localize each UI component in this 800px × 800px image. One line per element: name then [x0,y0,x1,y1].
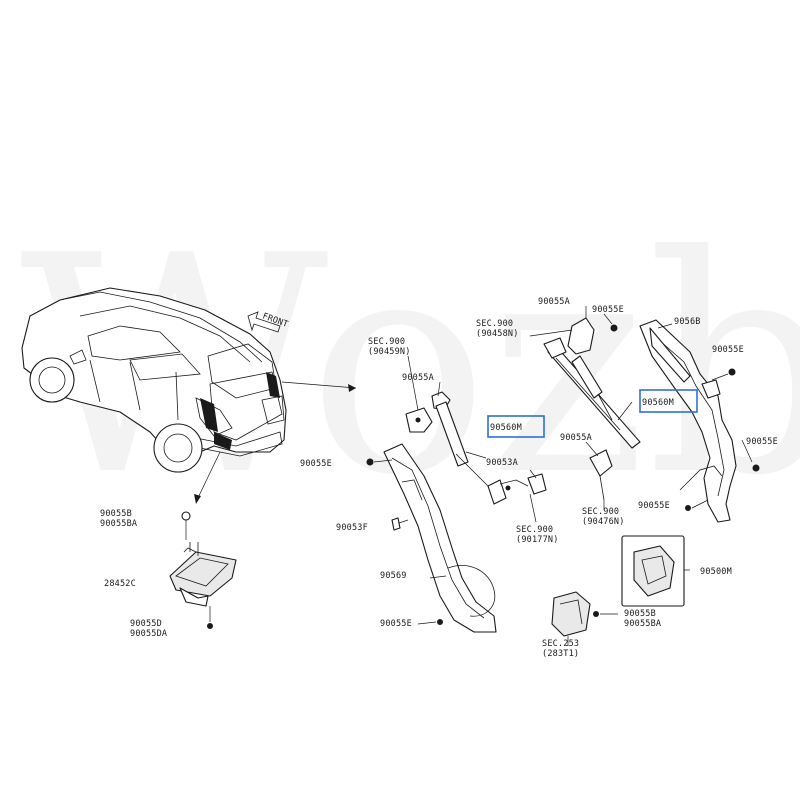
label-sec900-90458n-b: (90458N) [476,329,519,339]
label-90055e-right-2: 90055E [746,437,778,447]
left-strut-assembly [366,391,547,633]
label-90055e-right-1: 90055E [712,345,744,355]
part-labels: SEC.900 (90459N) SEC.900 (90458N) 90055A… [100,297,778,659]
arrow-to-sensor [195,451,221,503]
label-90569: 90569 [380,571,407,581]
actuator-unit [621,535,685,607]
highlight-box-90560m-center[interactable] [487,415,545,438]
label-sec900-90458n-a: SEC.900 [476,319,513,329]
arrow-to-tailgate-parts [281,381,357,389]
label-9056b: 9056B [674,317,701,327]
label-90500m: 90500M [700,567,732,577]
label-90055a-left: 90055A [402,373,434,383]
label-90053f: 90053F [336,523,368,533]
label-90055a-mid: 90055A [560,433,592,443]
arrow-head [348,384,356,392]
label-90560m-right: 90560M [642,398,674,408]
label-sec900-90459n-a: SEC.900 [368,337,405,347]
right-strut-assembly [543,317,760,523]
label-sec253-b: (283T1) [542,649,579,659]
control-module [551,591,599,637]
label-90055b-a: 90055B [100,509,132,519]
label-90055a-top: 90055A [538,297,570,307]
highlight-box-90560m-right[interactable] [639,389,698,413]
label-sec253-a: SEC.253 [542,639,579,649]
label-90055b-right-b: 90055BA [624,619,661,629]
vehicle-illustration [21,287,287,473]
label-90053a: 90053A [486,458,518,468]
label-90560m-center: 90560M [490,423,522,433]
label-sec900-90459n-b: (90459N) [368,347,411,357]
sensor-assembly [169,511,237,629]
label-90055d-b: 90055DA [130,629,167,639]
label-sec900-90177n-a: SEC.900 [516,525,553,535]
label-90055d-a: 90055D [130,619,162,629]
leader-lines [407,306,753,646]
label-90055e-right-3: 90055E [638,501,670,511]
label-90055e-bottom: 90055E [380,619,412,629]
label-sec900-90177n-b: (90177N) [516,535,559,545]
label-sec900-90476n-a: SEC.900 [582,507,619,517]
label-sec900-90476n-b: (90476N) [582,517,625,527]
label-90055b-right-a: 90055B [624,609,656,619]
label-28452c: 28452C [104,579,136,589]
label-90055e-top: 90055E [592,305,624,315]
label-90055b-b: 90055BA [100,519,137,529]
label-90055e-left: 90055E [300,459,332,469]
